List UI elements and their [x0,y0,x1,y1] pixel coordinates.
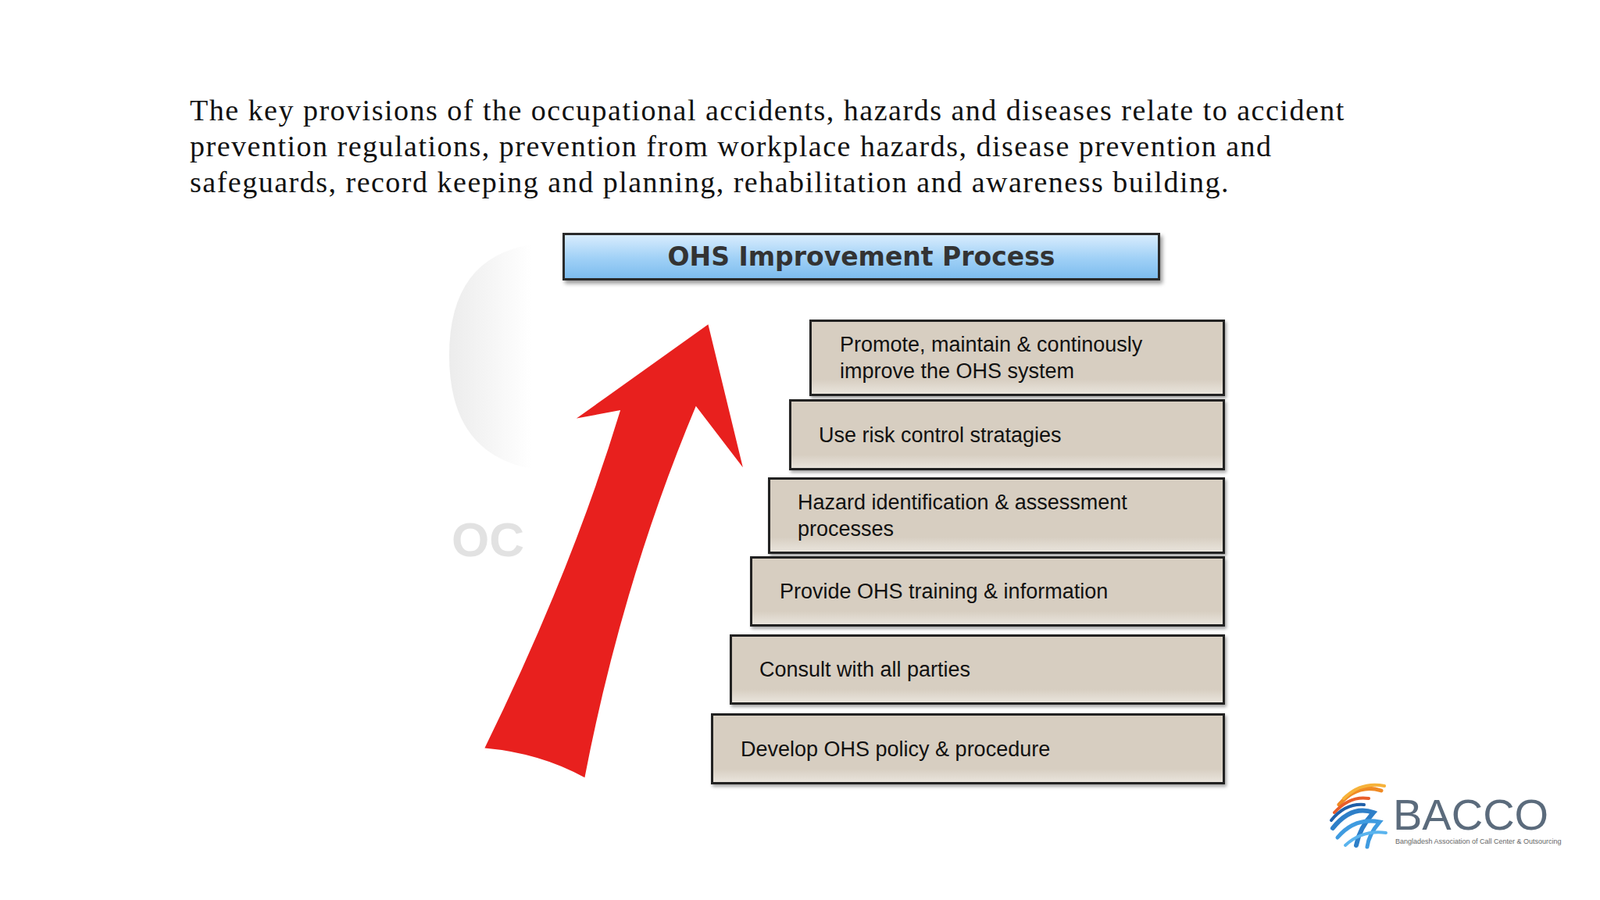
process-step: Promote, maintain & continously improve … [809,319,1225,397]
step-text: Provide OHS training & information [779,578,1108,605]
process-step: Provide OHS training & information [750,556,1225,627]
title-banner: OHS Improvement Process [562,232,1161,281]
process-step: Develop OHS policy & procedure [710,713,1225,785]
logo-subtitle: Bangladesh Association of Call Center & … [1395,837,1562,846]
step-text: Use risk control stratagies [818,421,1062,449]
title-text: OHS Improvement Process [667,241,1056,272]
logo-icon [1331,785,1386,847]
step-text: Develop OHS policy & procedure [740,735,1050,763]
process-step: Consult with all parties [729,634,1225,705]
step-text: Consult with all parties [759,656,971,683]
process-step: Hazard identification & assessment proce… [767,477,1225,554]
logo-wordmark: BACCO [1392,789,1549,840]
step-text: Promote, maintain & continously improve … [839,331,1195,385]
intro-paragraph: The key provisions of the occupational a… [189,92,1393,200]
step-text: Hazard identification & assessment proce… [797,489,1196,543]
watermark-shape [449,244,532,469]
watermark-text: OC [451,511,525,568]
process-step: Use risk control stratagies [789,399,1225,471]
